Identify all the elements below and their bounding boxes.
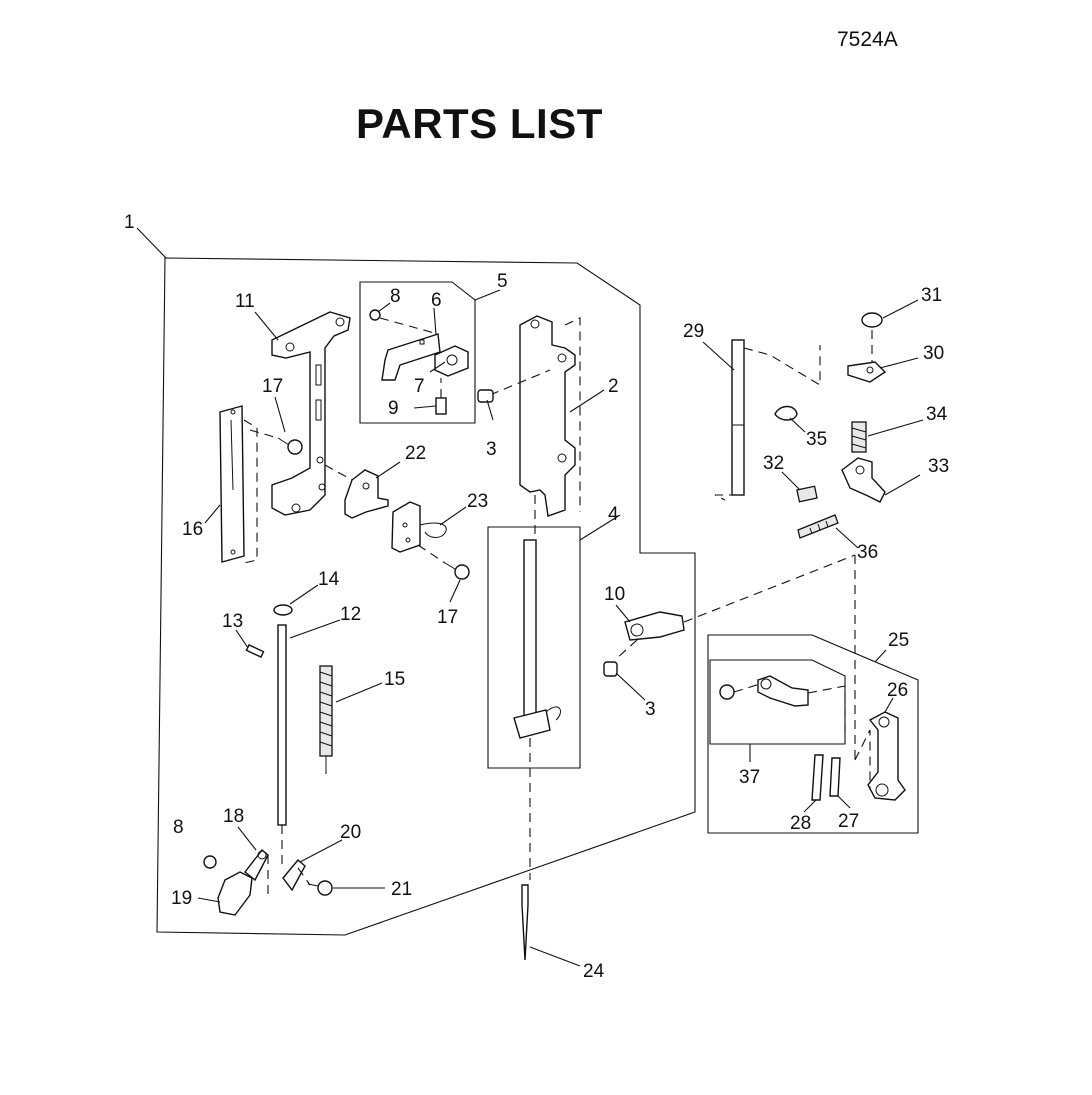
label-part-7: 7 — [414, 376, 425, 397]
label-part-3-upper: 3 — [486, 439, 497, 460]
part-9-screw — [435, 378, 447, 415]
part-11-bracket — [271, 311, 351, 516]
part-21-screw — [307, 880, 333, 896]
part-7-clamp — [434, 345, 469, 377]
label-part-36: 36 — [857, 542, 878, 563]
part-33-arm — [841, 457, 886, 503]
part-35-ring — [774, 405, 798, 421]
label-part-23: 23 — [467, 491, 488, 512]
part-17-screw-lower — [417, 544, 470, 580]
page-title: PARTS LIST — [356, 100, 603, 147]
part-3-setscrew-lower — [603, 661, 618, 677]
part-20-clip — [282, 859, 311, 892]
label-part-13: 13 — [222, 611, 243, 632]
document-code: 7524A — [837, 28, 898, 51]
label-part-27: 27 — [838, 811, 859, 832]
label-part-6: 6 — [431, 290, 442, 311]
label-part-28: 28 — [790, 813, 811, 834]
label-part-31: 31 — [921, 285, 942, 306]
label-part-9: 9 — [388, 398, 399, 419]
part-23-hook — [391, 501, 447, 553]
part-15-spring — [319, 665, 333, 774]
part-28-key — [811, 754, 824, 801]
label-part-21: 21 — [391, 879, 412, 900]
subassembly-box-5 — [359, 281, 476, 424]
part-4-needle-bar — [513, 539, 561, 880]
label-part-25: 25 — [888, 630, 909, 651]
leader-lines — [136, 227, 924, 967]
label-part-30: 30 — [923, 343, 944, 364]
label-part-24: 24 — [583, 961, 605, 982]
label-part-4: 4 — [608, 504, 619, 525]
label-part-8-lower: 8 — [173, 817, 184, 838]
part-14-washer — [273, 604, 293, 616]
label-part-22: 22 — [405, 443, 426, 464]
part-24-needle — [521, 884, 529, 961]
label-part-20: 20 — [340, 822, 361, 843]
part-6-plate — [379, 317, 441, 381]
label-part-3-lower: 3 — [645, 699, 656, 720]
label-part-37: 37 — [739, 767, 760, 788]
subassembly-box-4 — [487, 526, 581, 769]
subassembly-box-25 — [707, 634, 919, 834]
label-part-17-lower: 17 — [437, 607, 458, 628]
part-37-lever — [757, 675, 846, 735]
part-3-setscrew-upper — [477, 389, 494, 403]
label-part-32: 32 — [763, 453, 784, 474]
part-8-screw-lower — [203, 855, 217, 869]
label-part-35: 35 — [806, 429, 827, 450]
part-32-spring — [796, 485, 818, 503]
part-34-spring — [851, 421, 867, 453]
label-part-19: 19 — [171, 888, 192, 909]
label-part-18: 18 — [223, 806, 244, 827]
label-part-8-upper: 8 — [390, 286, 401, 307]
assembly-frame-outline — [156, 257, 696, 936]
part-31-screw — [861, 312, 883, 365]
label-part-17-upper: 17 — [262, 376, 283, 397]
part-2-bracket — [489, 315, 581, 545]
label-part-15: 15 — [384, 669, 405, 690]
part-12-shaft — [277, 624, 287, 870]
label-part-29: 29 — [683, 321, 704, 342]
part-13-pin — [245, 643, 265, 659]
part-10-connector — [614, 554, 856, 661]
label-part-33: 33 — [928, 456, 949, 477]
label-part-1: 1 — [124, 212, 135, 233]
label-part-14: 14 — [318, 569, 340, 590]
part-37-screw — [719, 683, 761, 700]
label-part-12: 12 — [340, 604, 361, 625]
label-part-11: 11 — [235, 291, 255, 312]
part-19-knob — [217, 871, 253, 916]
part-labels: 1 2 3 3 4 5 6 7 8 8 9 10 11 12 13 14 15 … — [124, 212, 949, 982]
label-part-10: 10 — [604, 584, 625, 605]
part-26-link — [854, 555, 906, 801]
label-part-5: 5 — [497, 271, 508, 292]
part-30-plate — [847, 361, 887, 383]
part-22-bracket — [324, 464, 389, 519]
label-part-34: 34 — [926, 404, 948, 425]
part-8-screw-box5 — [369, 309, 381, 321]
part-36-spring — [797, 514, 839, 539]
part-17-screw-upper — [249, 429, 303, 455]
label-part-26: 26 — [887, 680, 908, 701]
label-part-16: 16 — [182, 519, 203, 540]
part-27-key — [829, 757, 841, 797]
subassembly-box-37 — [709, 659, 846, 745]
label-part-2: 2 — [608, 376, 619, 397]
part-29-shaft — [714, 339, 821, 501]
part-16-plate — [219, 405, 258, 564]
